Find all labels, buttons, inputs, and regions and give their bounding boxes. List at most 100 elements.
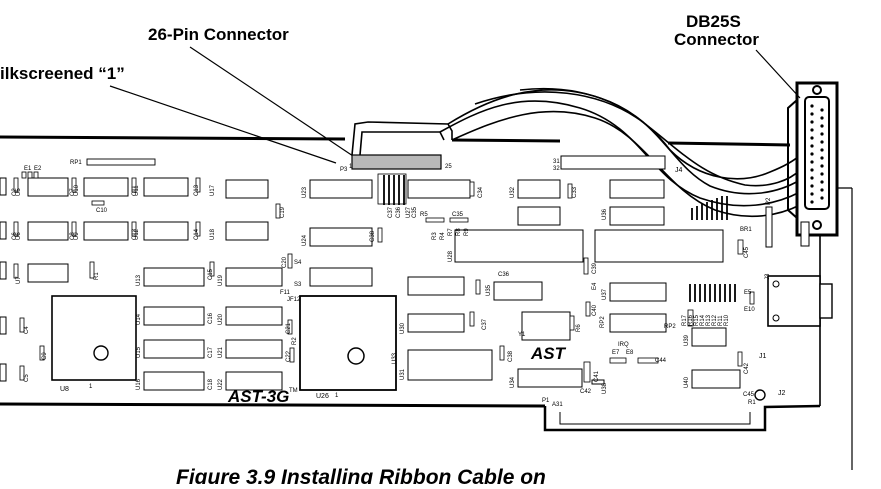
svg-text:C4: C4 [24, 326, 30, 334]
svg-text:U16: U16 [136, 378, 142, 390]
svg-text:J1: J1 [759, 353, 767, 360]
svg-text:U36: U36 [602, 208, 608, 220]
resistor-arrays [383, 175, 736, 302]
svg-text:J3: J3 [765, 273, 771, 280]
svg-text:C38: C38 [370, 230, 376, 242]
svg-text:RP2: RP2 [600, 316, 606, 328]
svg-text:R15: R15 [694, 314, 700, 326]
svg-text:U32: U32 [510, 186, 516, 198]
svg-text:C41: C41 [594, 370, 600, 382]
svg-text:C7: C7 [70, 188, 76, 196]
ribbon-cable [351, 87, 801, 218]
svg-text:R9: R9 [464, 228, 470, 236]
svg-text:C13: C13 [194, 184, 200, 196]
svg-text:1: 1 [89, 384, 93, 390]
svg-text:R12: R12 [712, 314, 718, 326]
svg-text:C16: C16 [208, 312, 214, 324]
ast-logo: AST [530, 344, 567, 363]
svg-text:U31: U31 [400, 368, 406, 380]
svg-text:U40: U40 [684, 376, 690, 388]
dip-chips [0, 177, 741, 391]
svg-text:C14: C14 [194, 228, 200, 240]
svg-text:U6: U6 [16, 232, 22, 240]
small-components [13, 171, 755, 383]
svg-text:R14: R14 [700, 314, 706, 326]
svg-text:C37: C37 [388, 206, 394, 218]
svg-text:F11: F11 [280, 290, 291, 296]
figure-caption: Figure 3.9 Installing Ribbon Cable on [176, 466, 546, 484]
board-brand: AST-3G [227, 387, 289, 406]
svg-text:U30: U30 [400, 322, 406, 334]
j4-header: 31 32 J4 [553, 155, 683, 174]
svg-text:S4: S4 [294, 260, 302, 266]
svg-text:U9: U9 [74, 232, 80, 240]
svg-text:C33: C33 [572, 186, 578, 198]
svg-text:R5: R5 [420, 212, 428, 218]
svg-text:U39: U39 [684, 334, 690, 346]
svg-text:BR1: BR1 [740, 227, 752, 233]
svg-text:C10: C10 [96, 208, 108, 214]
svg-text:IRQ: IRQ [618, 342, 629, 348]
svg-text:C20: C20 [282, 256, 288, 268]
svg-text:C18: C18 [208, 378, 214, 390]
svg-text:C12: C12 [132, 228, 138, 240]
svg-text:P3: P3 [340, 167, 348, 173]
svg-text:U23: U23 [302, 186, 308, 198]
svg-text:C36: C36 [498, 272, 510, 278]
svg-text:R2: R2 [292, 337, 298, 345]
svg-text:U38: U38 [602, 382, 608, 394]
svg-text:C38: C38 [508, 350, 514, 362]
svg-text:U24: U24 [302, 234, 308, 246]
trademark: TM [289, 388, 298, 394]
svg-text:E2: E2 [34, 166, 42, 172]
svg-text:RP2: RP2 [664, 324, 676, 330]
svg-text:U26: U26 [316, 393, 329, 400]
svg-text:P2: P2 [766, 197, 772, 205]
svg-text:U33: U33 [392, 352, 398, 364]
svg-text:R10: R10 [724, 314, 730, 326]
svg-text:R11: R11 [718, 315, 724, 326]
svg-text:1: 1 [335, 393, 339, 399]
svg-text:C21: C21 [286, 322, 292, 334]
svg-text:C9: C9 [42, 352, 48, 360]
svg-text:C45: C45 [744, 246, 750, 258]
svg-text:S3: S3 [294, 282, 302, 288]
svg-text:U12: U12 [134, 228, 140, 240]
svg-text:U5: U5 [16, 188, 22, 196]
svg-text:C42: C42 [580, 389, 592, 395]
svg-text:J4: J4 [675, 167, 683, 174]
svg-text:U27: U27 [406, 206, 412, 218]
svg-text:C5: C5 [24, 374, 30, 382]
svg-text:U17: U17 [210, 184, 216, 196]
svg-text:R3: R3 [432, 232, 438, 240]
svg-text:U19: U19 [218, 274, 224, 286]
svg-text:C6: C6 [12, 232, 18, 240]
svg-text:E7: E7 [612, 350, 620, 356]
svg-text:U14: U14 [136, 313, 142, 325]
svg-text:U28: U28 [448, 250, 454, 262]
svg-text:U37: U37 [602, 288, 608, 300]
svg-text:J2: J2 [778, 390, 786, 397]
svg-text:C17: C17 [208, 346, 214, 358]
svg-text:C2: C2 [12, 188, 18, 196]
svg-text:25: 25 [445, 164, 452, 170]
svg-text:U8: U8 [60, 386, 69, 393]
svg-text:R16: R16 [688, 314, 694, 326]
svg-text:P1: P1 [542, 398, 550, 404]
callout-26-pin-connector: 26-Pin Connector [148, 25, 289, 44]
svg-text:U21: U21 [218, 346, 224, 358]
svg-text:C42: C42 [744, 362, 750, 374]
silkscreen-vertical-labels: U5 U6 U7 U10 U9 U11 U12 U17 U18 U13 U14 … [12, 184, 772, 394]
board-outline [0, 135, 853, 470]
svg-text:A31: A31 [552, 402, 563, 408]
svg-text:U13: U13 [136, 274, 142, 286]
svg-text:C39: C39 [592, 262, 598, 274]
svg-text:JF12: JF12 [287, 297, 301, 303]
svg-text:R17: R17 [682, 314, 688, 326]
svg-text:C19: C19 [280, 206, 286, 218]
svg-text:R4: R4 [440, 232, 446, 240]
svg-text:R8: R8 [456, 228, 462, 236]
svg-text:R1: R1 [94, 272, 100, 280]
svg-text:C35: C35 [452, 212, 464, 218]
